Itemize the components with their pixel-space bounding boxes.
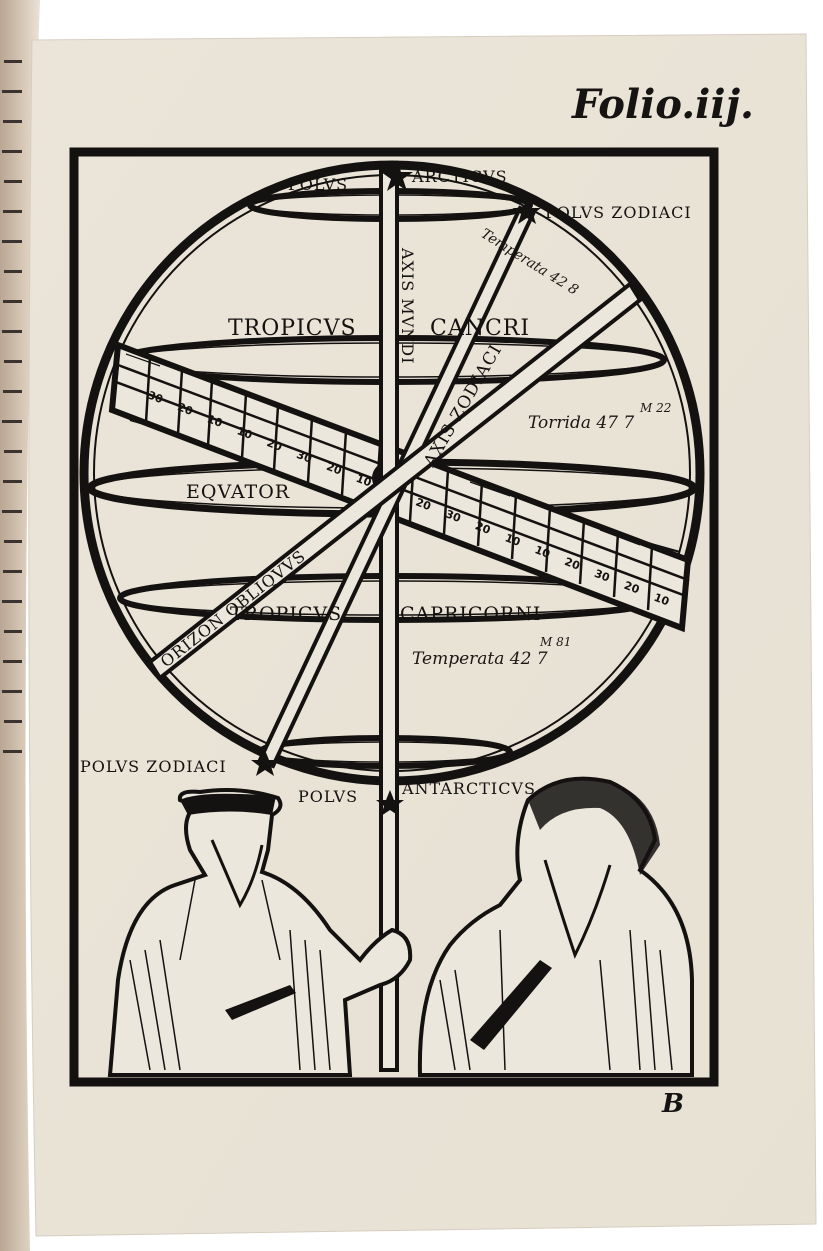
label-tropicus-capricorni-2: CAPRICORNI [400,603,541,625]
printer-mark: B [661,1089,684,1119]
label-polus-zodiaci-top: POLVS ZODIACI [545,203,692,222]
label-zone-temperata-south-m: M 81 [539,635,571,649]
label-polus-top: POLVS [288,175,348,194]
label-zone-temperata-south: Temperata 42 7 [412,649,548,669]
label-antarcticus: ANTARCTICVS [401,779,536,798]
label-zone-torrida-m: M 22 [639,401,671,415]
label-polus-bottom: POLVS [298,787,358,806]
label-arcticus: ARCTICVS [411,167,508,186]
label-zone-torrida: Torrida 47 7 [528,413,634,433]
label-polus-zodiaci-bottom: POLVS ZODIACI [80,757,227,776]
label-tropicus-capricorni-1: TROPICVS [230,603,342,625]
folio-number: Folio.iij. [571,81,754,128]
label-equator: EQVATOR [186,481,290,503]
label-tropicus-cancri-2: CANCRI [430,316,530,341]
label-axis-mundi: AXIS MVNDI [398,247,417,364]
label-tropicus-cancri-1: TROPICVS [228,316,357,341]
